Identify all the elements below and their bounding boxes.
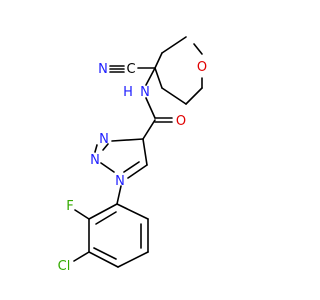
atom-labels: O N C N H O N N N F Cl: [58, 60, 207, 274]
atom-label-h-amide: H: [123, 85, 133, 100]
atom-label-n2-triazole: N: [90, 153, 100, 168]
atom-label-cl: Cl: [58, 259, 71, 274]
atom-label-n1-triazole: N: [115, 174, 125, 189]
atom-label-n3-triazole: N: [99, 132, 109, 147]
atom-label-f: F: [66, 199, 73, 214]
atom-label-n-nitrile: N: [98, 62, 108, 77]
molecule-structure: O N C N H O N N N F Cl: [58, 36, 207, 274]
atom-label-o-carbonyl: O: [176, 114, 186, 129]
bond-layer: [73, 36, 203, 268]
atom-label-c-nitrile: C: [126, 62, 135, 77]
atom-label-n-amide: N: [140, 85, 150, 100]
atom-label-o-pyran: O: [197, 60, 207, 75]
